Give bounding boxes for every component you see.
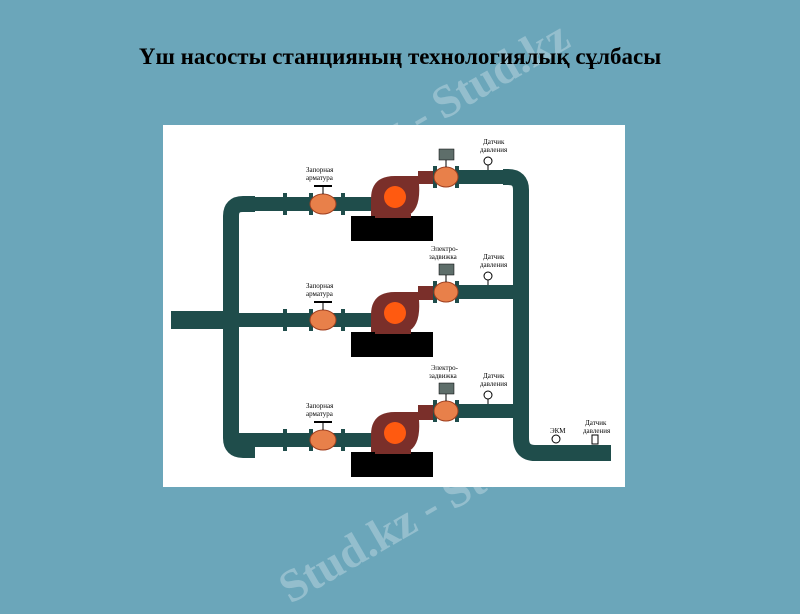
- flange: [283, 309, 287, 331]
- pump-foot: [375, 450, 411, 454]
- actuator-icon: [438, 382, 455, 395]
- motor-valve-label-2: задвижка: [429, 253, 458, 261]
- flange: [341, 193, 345, 215]
- outlet-sensor-label-2: давления: [583, 427, 611, 435]
- actuator-icon: [438, 148, 455, 161]
- motor-valve-icon: [433, 281, 459, 303]
- page-title: Үш насосты станцияның технологиялық сұлб…: [138, 44, 662, 69]
- outlet-pressure-sensor-icon: [591, 434, 599, 445]
- discharge-manifold: [503, 169, 611, 461]
- pump-units: ЗапорнаяарматураДатчикдавленияЗапорнаяар…: [239, 138, 515, 477]
- discharge-pipe: [455, 285, 515, 299]
- valve-label-2: арматура: [306, 290, 334, 298]
- pressure-gauge-icon: [483, 271, 493, 281]
- motor-valve-label-1: Электро-: [431, 245, 459, 253]
- flange: [283, 429, 287, 451]
- ekm-label: ЭКМ: [550, 427, 566, 435]
- motor-valve-icon: [433, 400, 459, 422]
- shutoff-valve-icon: [309, 193, 337, 215]
- pump-base: [351, 452, 433, 477]
- flange: [283, 193, 287, 215]
- shutoff-valve-icon: [309, 429, 337, 451]
- pressure-gauge-icon: [483, 156, 493, 166]
- valve-label-1: Запорная: [306, 166, 334, 174]
- discharge-pipe: [455, 170, 515, 184]
- pump-foot: [375, 330, 411, 334]
- flange: [341, 309, 345, 331]
- impeller-icon: [384, 302, 406, 324]
- valve-label-1: Запорная: [306, 282, 334, 290]
- outlet-sensor-label-1: Датчик: [585, 419, 607, 427]
- motor-valve-label-2: задвижка: [429, 372, 458, 380]
- ekm-gauge-icon: [551, 434, 561, 444]
- discharge-pipe: [455, 404, 515, 418]
- impeller-icon: [384, 422, 406, 444]
- sensor-label-1: Датчик: [483, 138, 505, 146]
- pump-foot: [375, 214, 411, 218]
- sensor-label-1: Датчик: [483, 372, 505, 380]
- shutoff-valve-icon: [309, 309, 337, 331]
- pump-station-diagram: ЗапорнаяарматураДатчикдавленияЗапорнаяар…: [171, 138, 611, 477]
- valve-label-1: Запорная: [306, 402, 334, 410]
- pressure-gauge-icon: [483, 390, 493, 400]
- pump-base: [351, 332, 433, 357]
- sensor-label-2: давления: [480, 380, 508, 388]
- sensor-label-2: давления: [480, 261, 508, 269]
- impeller-icon: [384, 186, 406, 208]
- motor-valve-icon: [433, 166, 459, 188]
- pump-base: [351, 216, 433, 241]
- valve-label-2: арматура: [306, 174, 334, 182]
- sensor-label-2: давления: [480, 146, 508, 154]
- motor-valve-label-1: Электро-: [431, 364, 459, 372]
- flange: [341, 429, 345, 451]
- actuator-icon: [438, 263, 455, 276]
- outlet-instruments: ЭКМ Датчик давления: [550, 419, 611, 445]
- sensor-label-1: Датчик: [483, 253, 505, 261]
- valve-label-2: арматура: [306, 410, 334, 418]
